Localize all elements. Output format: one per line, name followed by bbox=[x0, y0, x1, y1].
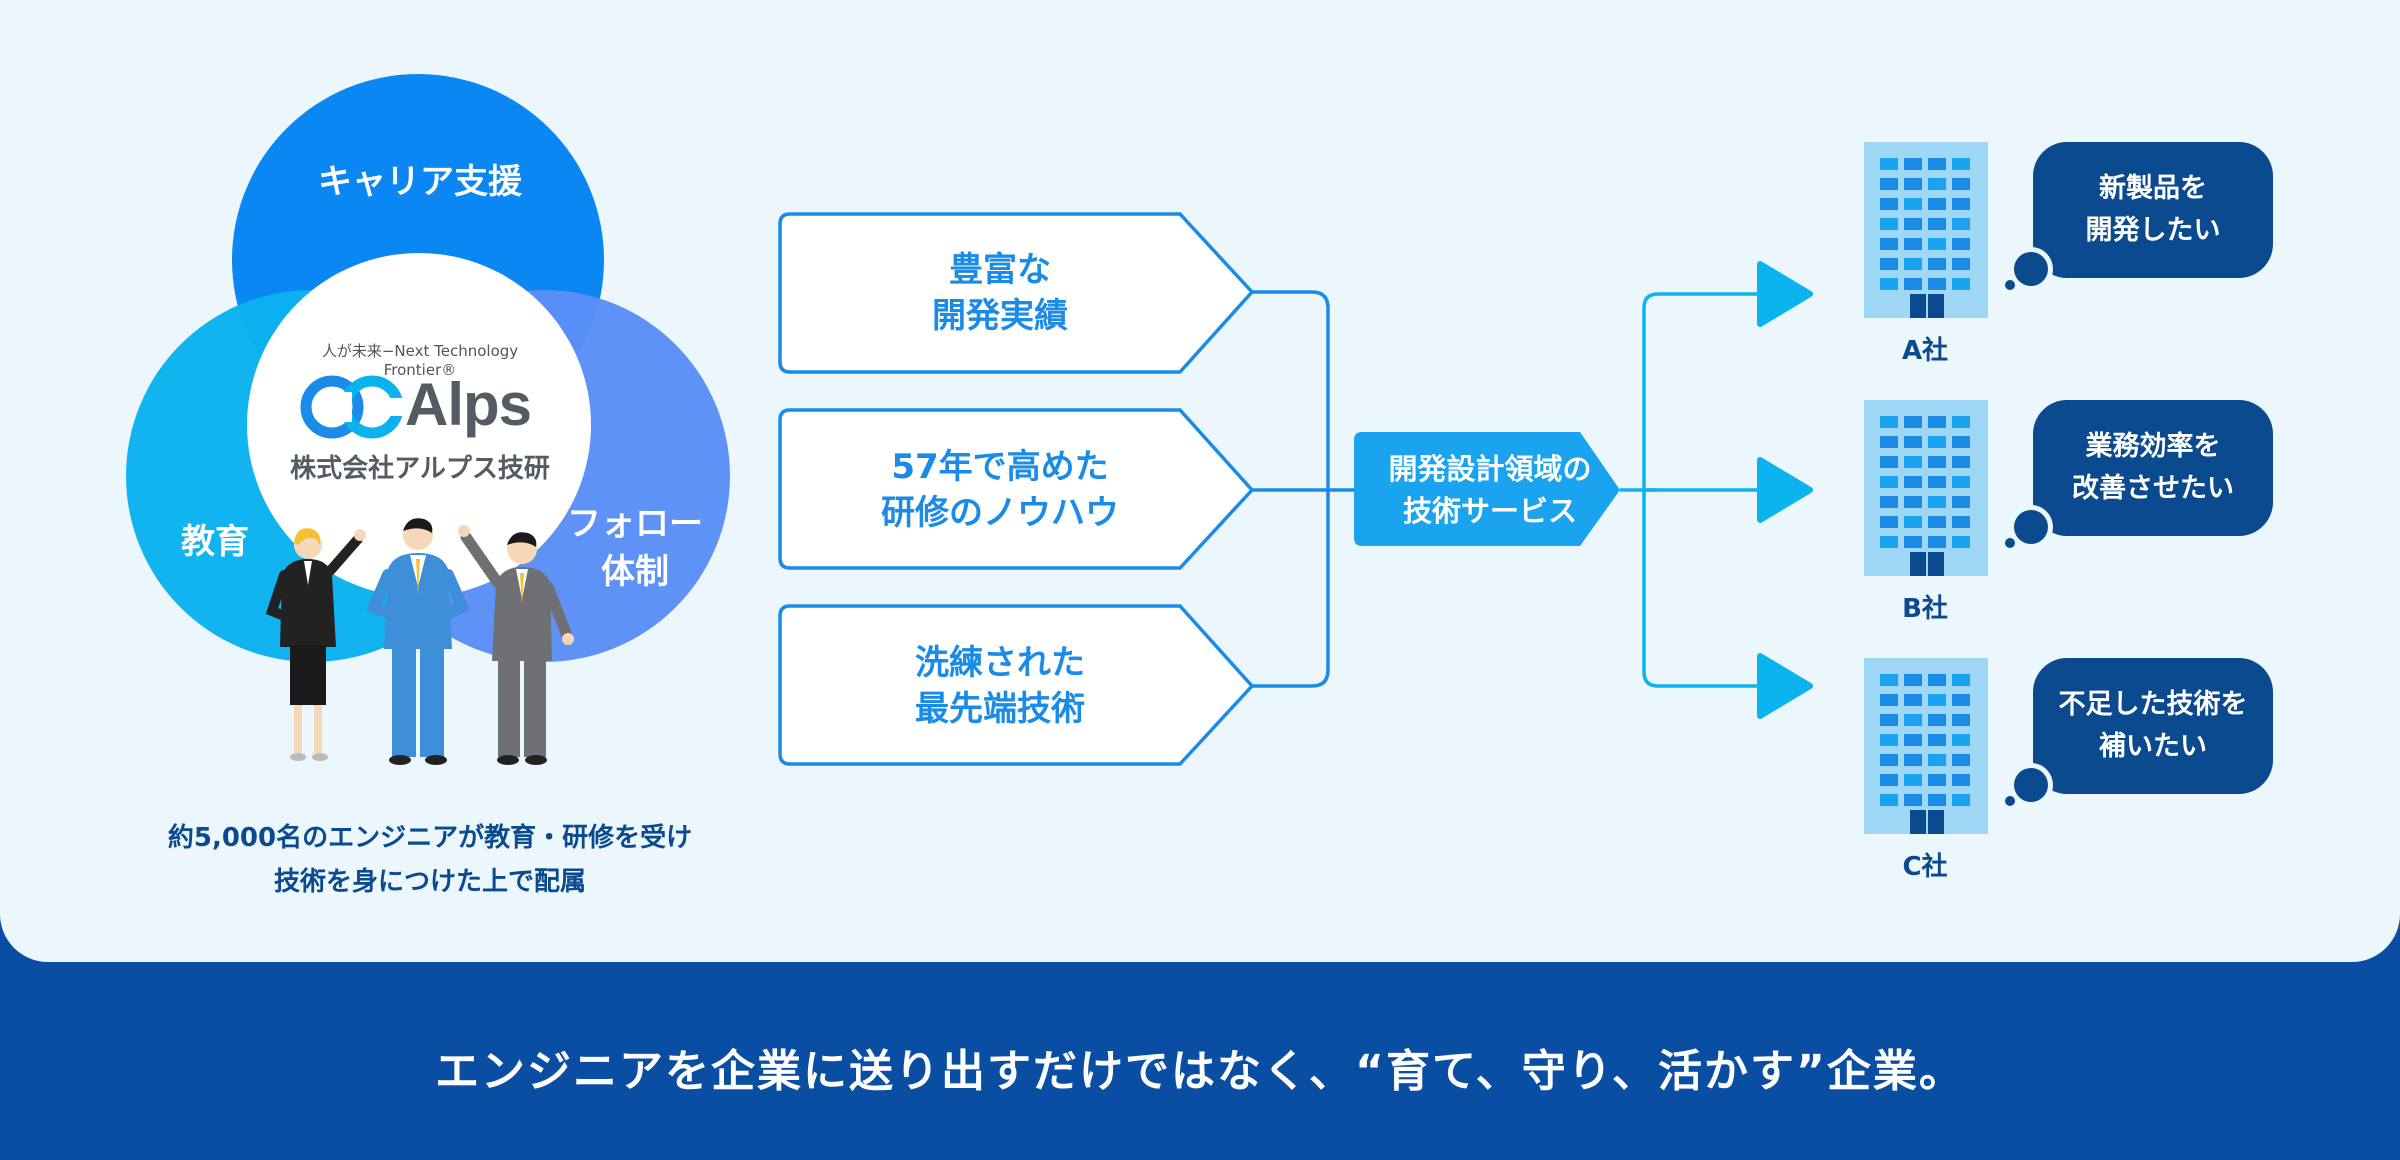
arrow-to-company-c-icon bbox=[1757, 653, 1813, 719]
feature-1-line1: 豊富な bbox=[949, 250, 1051, 290]
need-c-line2: 補いたい bbox=[2099, 731, 2207, 762]
alps-logo-mark-icon bbox=[300, 375, 404, 439]
bubble-b-tail bbox=[2014, 510, 2048, 544]
need-c-line1: 不足した技術を bbox=[2058, 689, 2248, 720]
engineers-caption: 約5,000名のエンジニアが教育・研修を受け 技術を身につけた上で配属 bbox=[120, 816, 740, 904]
feature-advanced-tech: 洗練された 最先端技術 bbox=[780, 640, 1220, 732]
hub-shape bbox=[1354, 432, 1620, 546]
need-a-line2: 開発したい bbox=[2085, 215, 2221, 246]
flow-diagram bbox=[778, 142, 1988, 834]
feature-box-technology bbox=[778, 604, 1255, 766]
feature-3-line1: 洗練された bbox=[915, 643, 1085, 683]
feature-2-line2: 研修のノウハウ bbox=[881, 493, 1119, 533]
bubble-b-tail-small bbox=[2005, 538, 2015, 548]
feature-training-knowhow: 57年で高めた 研修のノウハウ bbox=[780, 444, 1220, 536]
logo-company-name: 株式会社アルプス技研 bbox=[290, 454, 550, 484]
caption-line1: 約5,000名のエンジニアが教育・研修を受け bbox=[167, 823, 693, 853]
education-label: 教育 bbox=[181, 522, 249, 562]
hub-label: 開発設計領域の 技術サービス bbox=[1355, 448, 1625, 532]
engineers-illustration bbox=[265, 518, 574, 765]
feature-2-line1: 57年で高めた bbox=[891, 447, 1109, 487]
need-b-line2: 改善させたい bbox=[2072, 473, 2234, 504]
bubble-a-tail bbox=[2014, 252, 2048, 286]
need-a-line1: 新製品を bbox=[2099, 173, 2207, 204]
feature-box-track-record bbox=[778, 212, 1255, 374]
caption-line2: 技術を身につけた上で配属 bbox=[273, 867, 586, 897]
company-c-need-bubble: 不足した技術を 補いたい bbox=[2033, 658, 2273, 794]
feature-3-line2: 最先端技術 bbox=[915, 689, 1085, 729]
company-b-need-bubble: 業務効率を 改善させたい bbox=[2033, 400, 2273, 536]
bubble-a-tail-small bbox=[2005, 280, 2015, 290]
company-slogan-banner: エンジニアを企業に送り出すだけではなく、“育て、守り、活かす”企業。 bbox=[435, 1046, 1965, 1097]
company-a-need-bubble: 新製品を 開発したい bbox=[2033, 142, 2273, 278]
building-c-icon bbox=[1864, 658, 1988, 834]
building-b-icon bbox=[1864, 400, 1988, 576]
logo-tagline: 人が未来−Next Technology Frontier® bbox=[321, 342, 519, 379]
engineer-woman-figure bbox=[265, 528, 366, 761]
arrow-to-company-a-icon bbox=[1757, 261, 1813, 327]
bubble-c-tail-small bbox=[2005, 796, 2015, 806]
hub-line2: 技術サービス bbox=[1402, 494, 1577, 528]
engineer-man-gray-figure bbox=[458, 525, 574, 765]
follow-system-label: フォロー 体制 bbox=[560, 500, 710, 596]
bubble-c-tail bbox=[2014, 768, 2048, 802]
career-support-label: キャリア支援 bbox=[318, 162, 522, 202]
company-b-label: B社 bbox=[1902, 594, 1948, 624]
arrow-to-company-b-icon bbox=[1757, 457, 1813, 523]
feature-1-line2: 開発実績 bbox=[932, 296, 1068, 336]
feature-track-record: 豊富な 開発実績 bbox=[780, 247, 1220, 339]
logo-wordmark: Alps bbox=[405, 371, 532, 438]
company-c-label: C社 bbox=[1902, 852, 1948, 882]
hub-line1: 開発設計領域の bbox=[1388, 452, 1592, 486]
feature-box-training bbox=[778, 408, 1255, 570]
follow-label-line1: フォロー bbox=[567, 504, 703, 544]
building-a-icon bbox=[1864, 142, 1988, 318]
follow-label-line2: 体制 bbox=[601, 552, 669, 592]
need-b-line1: 業務効率を bbox=[2085, 431, 2221, 462]
engineer-man-blue-figure bbox=[366, 518, 470, 765]
company-a-label: A社 bbox=[1901, 336, 1949, 366]
